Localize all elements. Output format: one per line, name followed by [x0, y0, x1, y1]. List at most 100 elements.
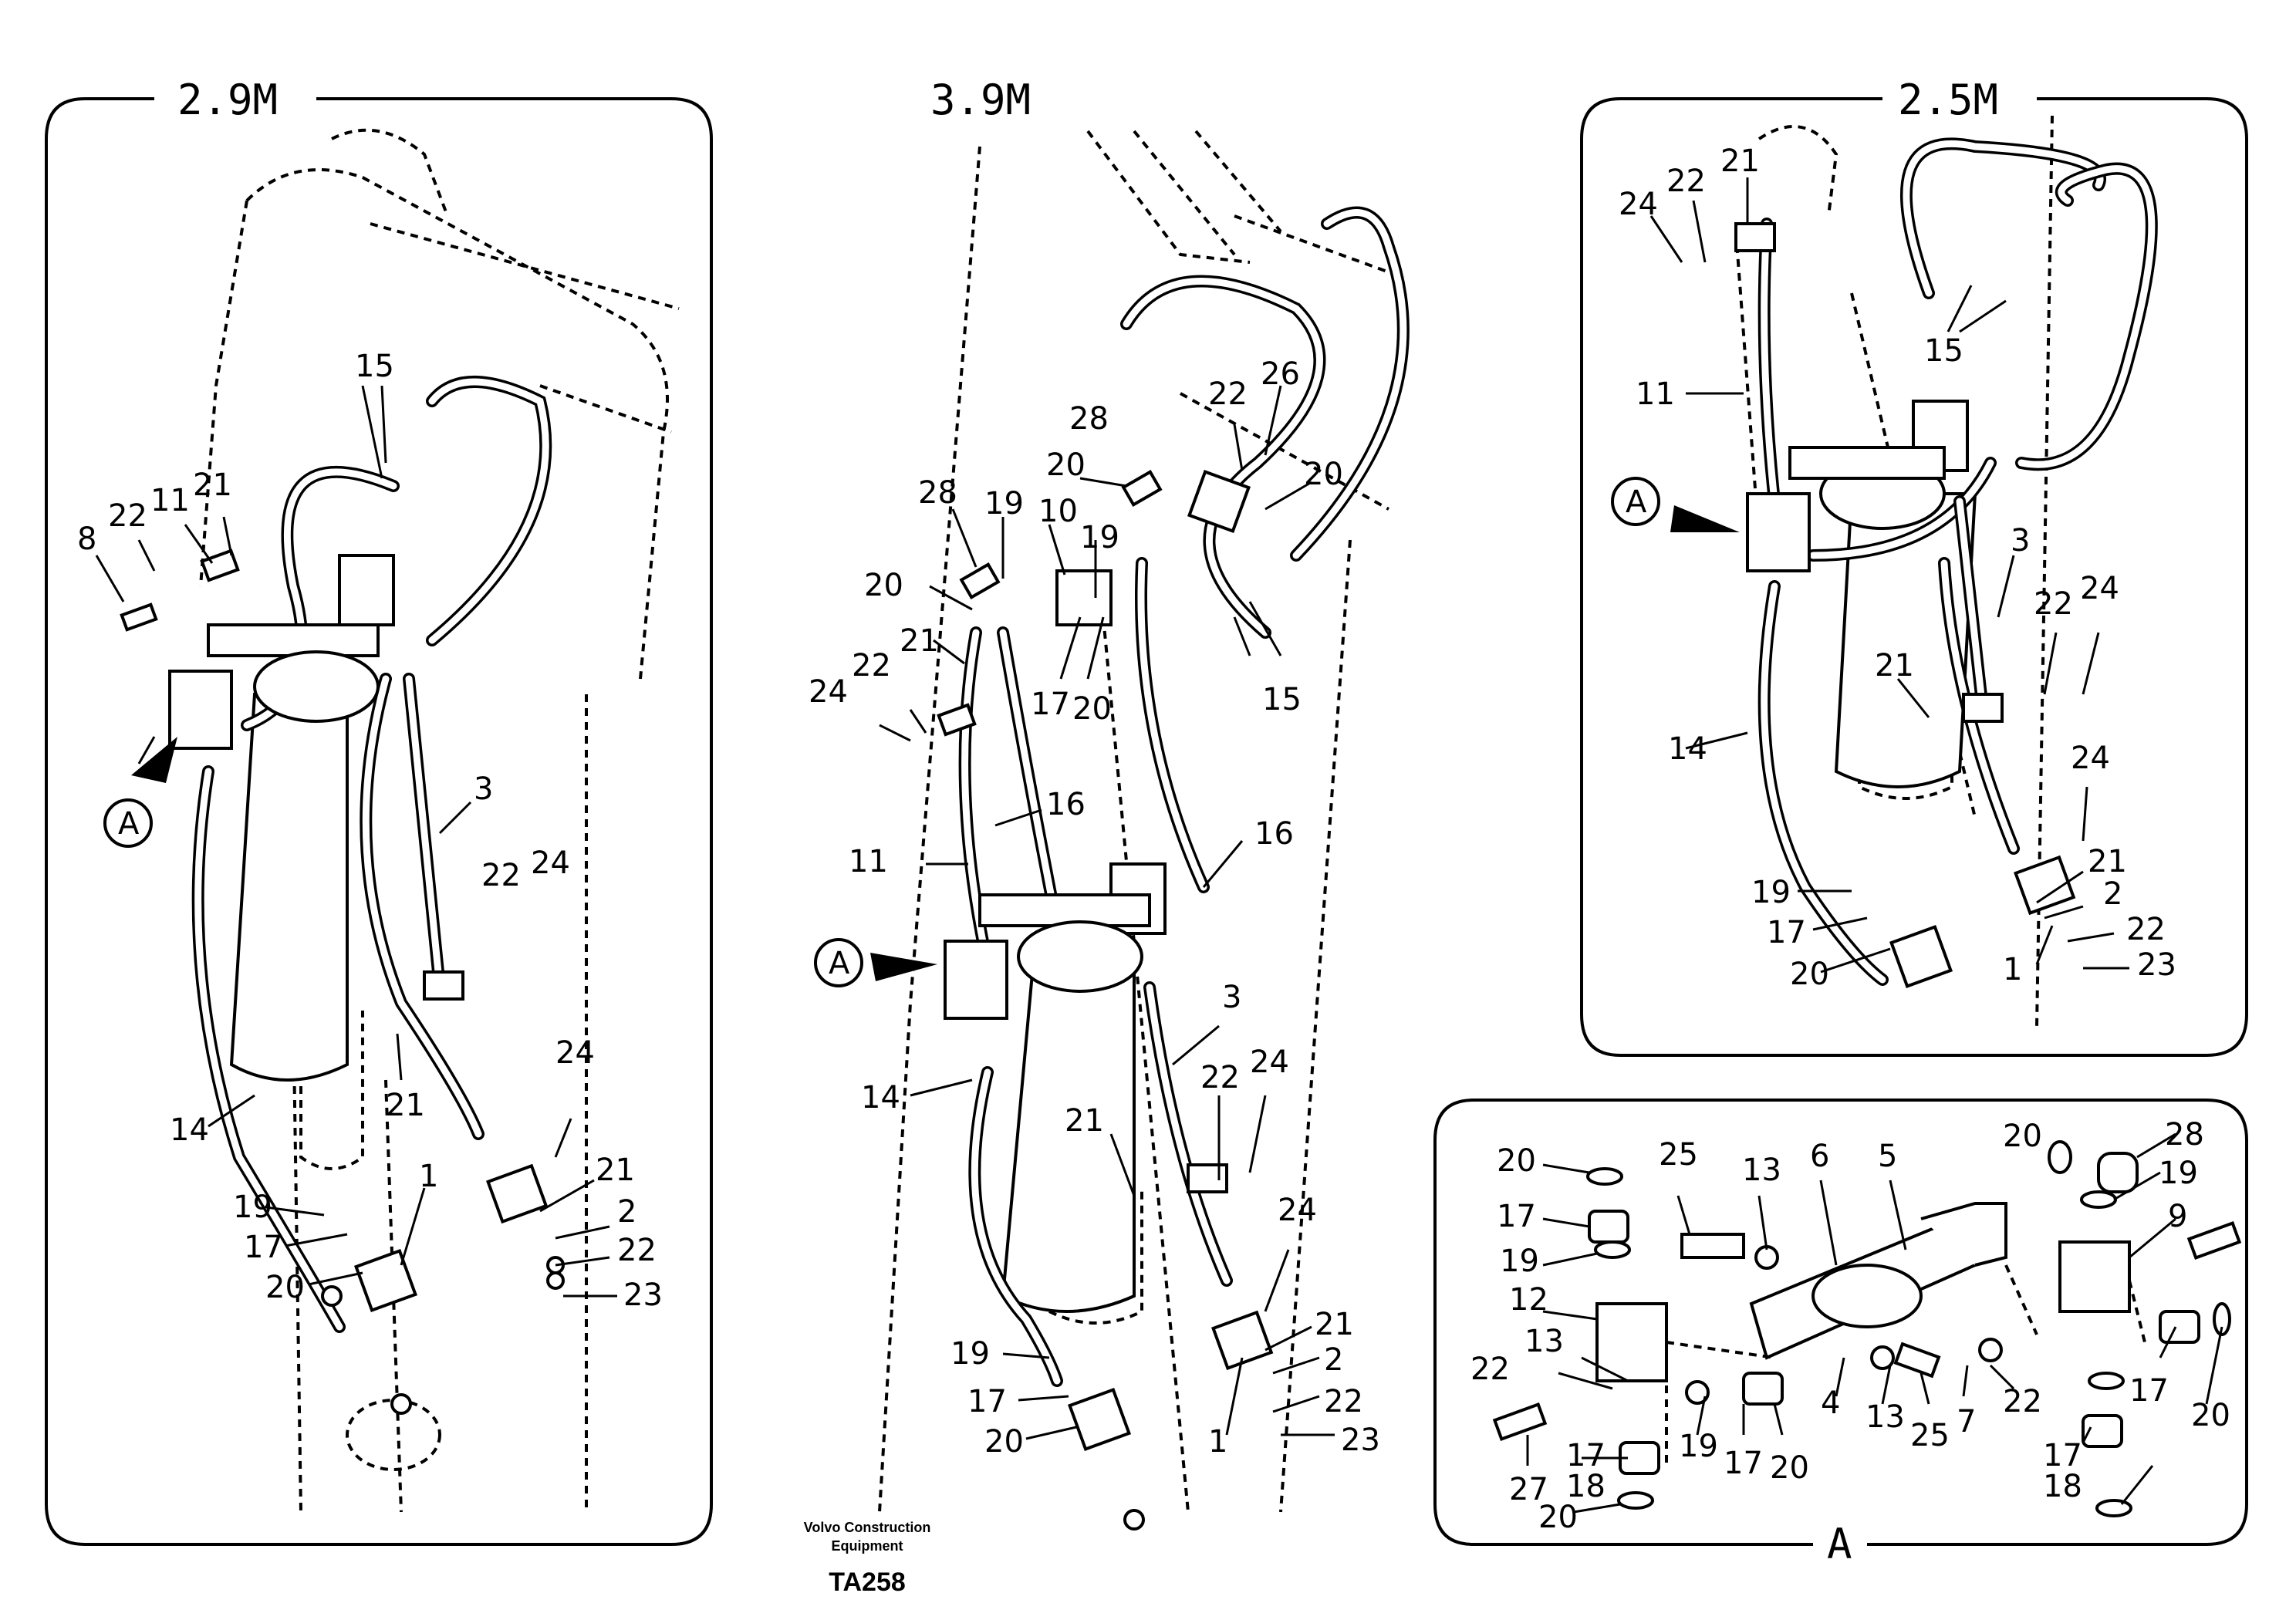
callouts-left: 15 22 11 21 8 A 3 22 24 14 21 24 19 1 21…: [77, 349, 663, 1313]
callout-mid-16: 16: [1046, 787, 1086, 822]
footer: Volvo Construction Equipment TA258: [804, 1520, 931, 1597]
callout-mid-20e: 20: [984, 1424, 1024, 1460]
callout-left-22b: 22: [481, 858, 521, 893]
callout-left-21b: 21: [386, 1088, 425, 1123]
callout-mid-21: 21: [900, 623, 939, 659]
callout-det-13c: 13: [1866, 1399, 1905, 1435]
callout-left-14: 14: [170, 1112, 209, 1148]
leaders-detail: [1526, 1132, 2223, 1514]
callout-circle-mid-a: [814, 938, 863, 987]
panel-title-top-right: 2.5M: [1898, 76, 1998, 124]
callout-det-18: 18: [1566, 1469, 1606, 1504]
callout-left-1: 1: [419, 1159, 438, 1194]
callout-mid-19c: 19: [950, 1336, 990, 1372]
callout-tr-11: 11: [1636, 376, 1675, 412]
boom-outline-left: [199, 128, 680, 1513]
callout-det-18b: 18: [2043, 1469, 2082, 1504]
callout-left-11: 11: [150, 483, 190, 518]
valve-blocks-middle: [944, 469, 1274, 1452]
callout-mid-20: 20: [1046, 447, 1086, 483]
callout-tr-24: 24: [1619, 187, 1658, 222]
fittings-middle: [937, 470, 1163, 1531]
callout-det-17e: 17: [2043, 1438, 2082, 1473]
callout-det-4: 4: [1821, 1385, 1840, 1421]
callout-left-24b: 24: [555, 1035, 595, 1071]
callout-left-19: 19: [233, 1190, 272, 1225]
footer-company-line1: Volvo Construction: [804, 1520, 931, 1535]
callout-mid-19: 19: [984, 486, 1024, 521]
callout-mid-22b: 22: [852, 648, 891, 683]
callout-mid-22d: 22: [1324, 1384, 1363, 1419]
callout-mid-2: 2: [1324, 1342, 1343, 1378]
callout-left-17: 17: [244, 1230, 283, 1265]
fittings-left: [120, 548, 565, 1415]
callout-left-21: 21: [193, 467, 232, 503]
callout-det-13: 13: [1742, 1153, 1781, 1188]
callout-mid-A: A: [829, 946, 850, 981]
panel-top-right: 2.5M: [1580, 76, 2248, 1057]
callout-tr-24b: 24: [2080, 571, 2119, 606]
callout-mid-20b: 20: [1304, 457, 1343, 492]
callout-mid-21b: 21: [1065, 1103, 1104, 1139]
callout-left-23: 23: [623, 1277, 663, 1313]
pointer-mid-a: [870, 953, 937, 981]
valve-blocks-left: [168, 554, 549, 1313]
callout-left-20: 20: [265, 1270, 305, 1305]
callout-det-19b: 19: [1500, 1244, 1539, 1279]
callout-det-20b: 20: [2003, 1119, 2042, 1154]
callout-left-A: A: [118, 806, 140, 842]
callout-det-22: 22: [1470, 1352, 1510, 1387]
pointer-left-a: [131, 737, 177, 783]
callout-mid-24b: 24: [1250, 1045, 1289, 1080]
boom-outline-middle: [878, 130, 1405, 1513]
callout-mid-22c: 22: [1200, 1060, 1240, 1095]
callout-det-7: 7: [1957, 1404, 1976, 1439]
callout-mid-3: 3: [1222, 980, 1241, 1015]
valve-blocks-top-right: [1734, 222, 2076, 989]
detail-a-parts: [1492, 1140, 2242, 1517]
callout-mid-15: 15: [1262, 682, 1302, 717]
callout-left-21c: 21: [596, 1153, 635, 1188]
callout-mid-24: 24: [809, 674, 848, 710]
pointer-tr-a: [1670, 505, 1740, 532]
callout-det-20d: 20: [2191, 1398, 2230, 1433]
callout-tr-1: 1: [2003, 952, 2022, 987]
callout-det-17d: 17: [1566, 1438, 1606, 1473]
callout-tr-21b: 21: [1875, 648, 1914, 683]
callout-det-12: 12: [1509, 1282, 1548, 1318]
callout-mid-21c: 21: [1315, 1307, 1354, 1342]
callout-det-9: 9: [2168, 1199, 2187, 1234]
callout-tr-3: 3: [2011, 523, 2030, 559]
callout-det-17: 17: [1497, 1199, 1536, 1234]
callout-tr-22b: 22: [2034, 586, 2073, 622]
callout-mid-28: 28: [918, 475, 957, 511]
cylinder-left: [229, 693, 349, 1082]
callout-det-5: 5: [1878, 1139, 1897, 1174]
footer-drawing-code: TA258: [829, 1568, 906, 1597]
callout-mid-1: 1: [1208, 1424, 1227, 1460]
callouts-middle: 28 19 10 20 19 22 26 28 20 20 21 17 20 1…: [809, 356, 1380, 1460]
panel-left: 2.9M: [45, 76, 713, 1546]
callout-tr-24c: 24: [2071, 741, 2110, 776]
callout-mid-17b: 17: [967, 1384, 1007, 1419]
callout-mid-10: 10: [1038, 494, 1078, 529]
callout-mid-20c: 20: [864, 568, 903, 603]
callout-mid-20d: 20: [1072, 691, 1112, 727]
callout-det-17b: 17: [2129, 1373, 2169, 1409]
callout-mid-19b: 19: [1080, 520, 1119, 555]
callout-left-22: 22: [108, 498, 147, 534]
leaders-left: [95, 385, 617, 1298]
callout-mid-28b: 28: [1069, 401, 1109, 437]
callout-det-19: 19: [2159, 1156, 2198, 1191]
callout-det-17c: 17: [1724, 1446, 1763, 1481]
callout-tr-2: 2: [2103, 876, 2122, 912]
callout-det-13b: 13: [1524, 1324, 1564, 1359]
panel-detail: A: [1433, 1099, 2248, 1568]
callouts-detail: 20 25 13 6 5 20 28 17 19 9 19 12 13 22 4…: [1470, 1117, 2230, 1535]
callout-tr-A: A: [1626, 484, 1647, 520]
panel-title-left: 2.9M: [177, 76, 278, 124]
callout-left-8: 8: [77, 521, 96, 557]
callout-circle-tr-a: [1611, 477, 1660, 526]
panel-title-middle: 3.9M: [930, 76, 1031, 124]
